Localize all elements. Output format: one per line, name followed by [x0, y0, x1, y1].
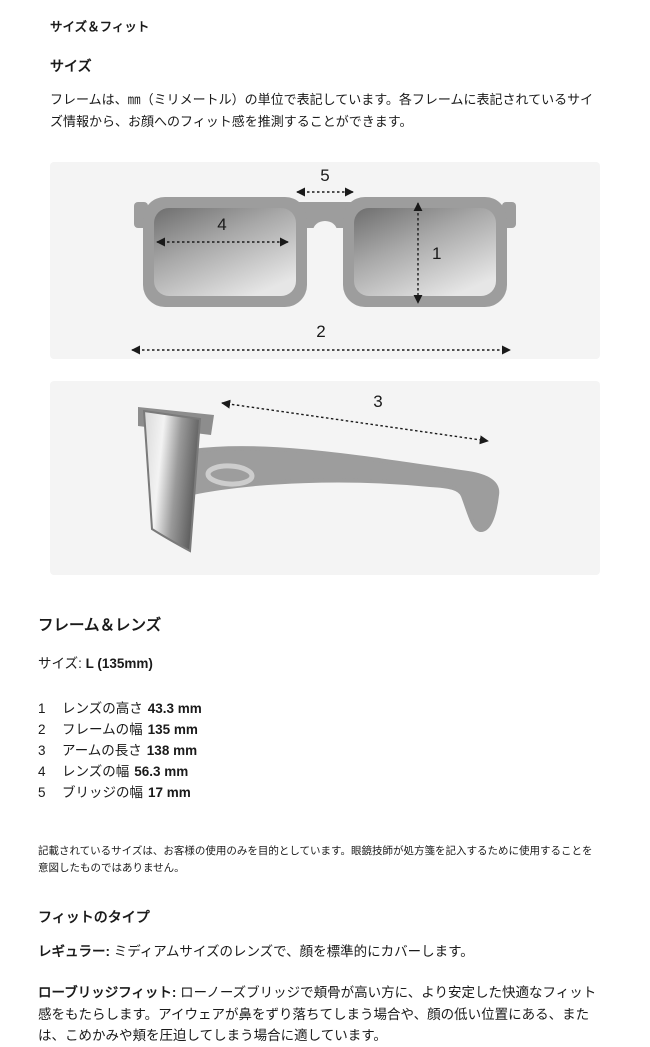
fit-type-description: ミディアムサイズのレンズで、顔を標準的にカバーします。 — [110, 943, 474, 959]
size-label: サイズ: — [38, 656, 82, 672]
measurement-row: 5 ブリッジの幅 17 mm — [38, 782, 600, 803]
fit-type-regular: レギュラー: ミディアムサイズのレンズで、顔を標準的にカバーします。 — [38, 941, 600, 963]
measurement-number: 4 — [38, 764, 46, 780]
bridge-width-label: 5 — [320, 166, 329, 185]
measurement-number: 5 — [38, 785, 46, 801]
measurement-value: 17 mm — [148, 785, 191, 801]
fit-type-low-bridge: ローブリッジフィット: ローノーズブリッジで頬骨が高い方に、より安定した快適なフ… — [38, 982, 600, 1047]
measurement-value: 43.3 mm — [147, 701, 202, 717]
measurement-value: 56.3 mm — [134, 764, 189, 780]
side-view-diagram: 3 — [50, 381, 600, 576]
measurement-label: アームの長さ — [62, 743, 142, 759]
measurement-label: ブリッジの幅 — [62, 785, 143, 801]
fit-type-heading: フィットのタイプ — [38, 908, 150, 925]
lens-width-label: 4 — [217, 215, 226, 234]
measurement-number: 3 — [38, 743, 46, 759]
sunglasses-side-illustration: 3 — [138, 392, 500, 553]
size-heading: サイズ — [50, 58, 92, 74]
sunglasses-front-illustration: 5 4 1 2 — [131, 166, 516, 355]
frame-lens-section: フレーム＆レンズ サイズ: L (135mm) 1 レンズの高さ 43.3 mm… — [0, 597, 650, 1047]
measurement-value: 135 mm — [147, 722, 198, 738]
lens-height-label: 1 — [432, 244, 441, 263]
measurement-row: 1 レンズの高さ 43.3 mm — [38, 698, 600, 719]
temple-logo-icon — [205, 463, 255, 487]
fit-type-name: ローブリッジフィット: — [38, 984, 177, 1000]
fit-type-name: レギュラー: — [38, 943, 110, 959]
measurement-label: レンズの幅 — [62, 764, 130, 780]
frame-width-label: 2 — [316, 322, 325, 341]
measurement-list: 1 レンズの高さ 43.3 mm 2 フレームの幅 135 mm 3 アームの長… — [38, 698, 600, 803]
measurement-row: 4 レンズの幅 56.3 mm — [38, 761, 600, 782]
size-description: フレームは、㎜（ミリメートル）の単位で表記しています。各フレームに表記されている… — [50, 92, 594, 130]
measurement-row: 2 フレームの幅 135 mm — [38, 719, 600, 740]
section-title: サイズ＆フィット — [50, 20, 150, 34]
size-section: サイズ＆フィット サイズ フレームは、㎜（ミリメートル）の単位で表記しています。… — [0, 0, 650, 133]
measurement-value: 138 mm — [146, 743, 198, 759]
arm-length-label: 3 — [373, 392, 382, 411]
front-view-diagram: 5 4 1 2 — [50, 162, 600, 360]
arm-length-arrow-icon — [221, 399, 489, 445]
frame-lens-heading: フレーム＆レンズ — [38, 617, 162, 635]
size-disclaimer: 記載されているサイズは、お客様の使用のみを目的としています。眼鏡技師が処方箋を記… — [38, 845, 593, 874]
measurement-number: 2 — [38, 722, 46, 738]
measurement-number: 1 — [38, 701, 46, 717]
measurement-row: 3 アームの長さ 138 mm — [38, 740, 600, 761]
measurement-label: フレームの幅 — [62, 722, 143, 738]
side-frame — [138, 407, 500, 553]
size-value: L (135mm) — [85, 656, 153, 672]
size-line: サイズ: L (135mm) — [38, 652, 600, 672]
measurement-label: レンズの高さ — [62, 701, 143, 717]
front-frame — [134, 197, 516, 308]
